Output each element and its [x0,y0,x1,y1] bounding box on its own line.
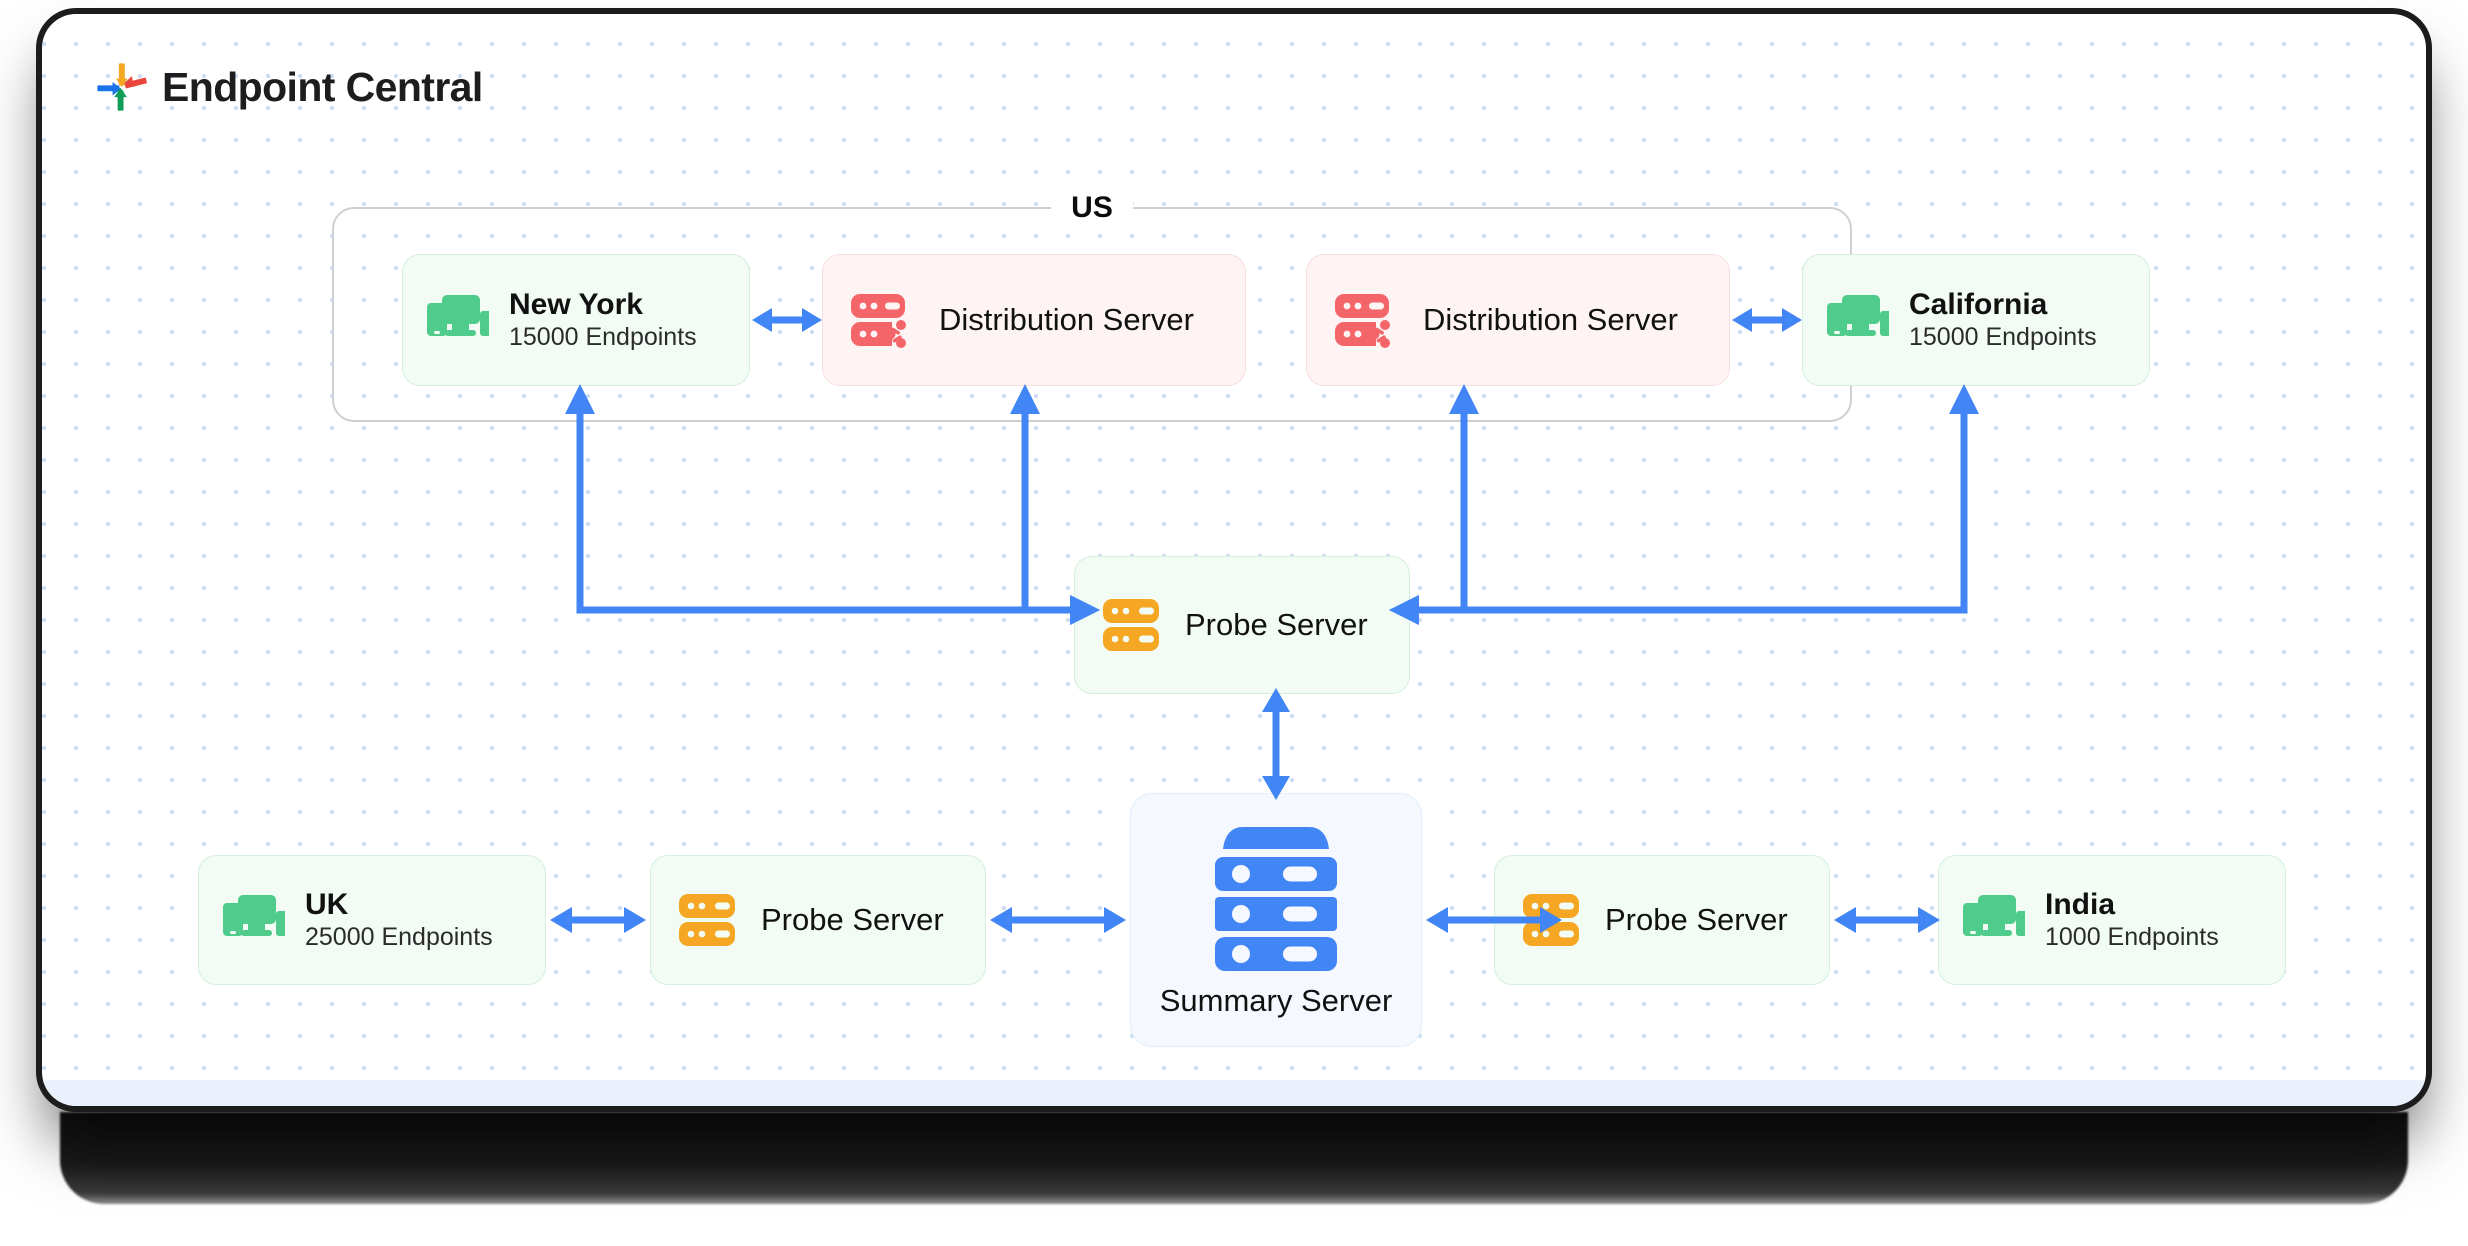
node-subtitle: 25000 Endpoints [305,923,493,952]
connector-new-york-to-distribution-left [752,308,822,332]
connector-probe-left-to-summary [990,907,1126,933]
diagram-card: Endpoint Central US New York 15000 Endpo [42,14,2426,1106]
node-probe-server-center[interactable]: Probe Server [1074,556,1410,694]
node-label: Distribution Server [939,302,1194,337]
node-label: Distribution Server [1423,302,1678,337]
node-california[interactable]: California 15000 Endpoints [1802,254,2150,386]
distribution-server-icon [1335,294,1390,348]
node-title: UK [305,887,349,921]
card-drop-shadow [60,1112,2408,1204]
connector-summary-to-probe-right [1426,907,1562,933]
connector-uk-to-probe-left [550,907,646,933]
endpoint-devices-icon [223,895,285,936]
endpoint-devices-icon [1963,895,2025,936]
probe-server-icon [679,894,735,946]
connector-probe-right-to-india [1834,907,1940,933]
node-subtitle: 1000 Endpoints [2045,923,2219,952]
manageengine-pinwheel-icon [97,63,147,111]
distribution-server-icon [851,294,906,348]
node-india[interactable]: India 1000 Endpoints [1938,855,2286,985]
node-probe-server-left[interactable]: Probe Server [650,855,986,985]
card-bottom-band [42,1080,2426,1106]
node-label: Probe Server [1185,607,1368,642]
node-title: New York [509,287,643,321]
node-summary-server[interactable]: Summary Server [1130,793,1422,1047]
summary-server-rack-icon [1215,827,1337,971]
node-distribution-server-right[interactable]: Distribution Server [1306,254,1730,386]
connector-distribution-right-to-california [1732,308,1802,332]
node-subtitle: 15000 Endpoints [509,323,697,352]
node-distribution-server-left[interactable]: Distribution Server [822,254,1246,386]
group-us: US [332,187,1852,422]
probe-server-icon [1523,894,1579,946]
probe-server-icon [1103,599,1159,651]
node-new-york[interactable]: New York 15000 Endpoints [402,254,750,386]
node-subtitle: 15000 Endpoints [1909,323,2097,352]
connector-california-to-probe-center [1389,384,1979,625]
group-us-label: US [1051,187,1133,229]
endpoint-devices-icon [1827,295,1889,336]
node-label: Summary Server [1159,983,1393,1018]
app-branding: Endpoint Central [94,60,483,114]
endpoint-devices-icon [427,295,489,336]
app-title: Endpoint Central [162,63,483,110]
node-label: Probe Server [761,902,944,937]
node-uk[interactable]: UK 25000 Endpoints [198,855,546,985]
node-label: Probe Server [1605,902,1788,937]
connector-probe-center-to-summary [1262,688,1290,800]
node-title: India [2045,887,2116,921]
node-title: California [1909,287,2048,321]
connector-distribution-left-to-probe-center [1010,384,1100,625]
device-frame: Endpoint Central US New York 15000 Endpo [36,8,2432,1112]
